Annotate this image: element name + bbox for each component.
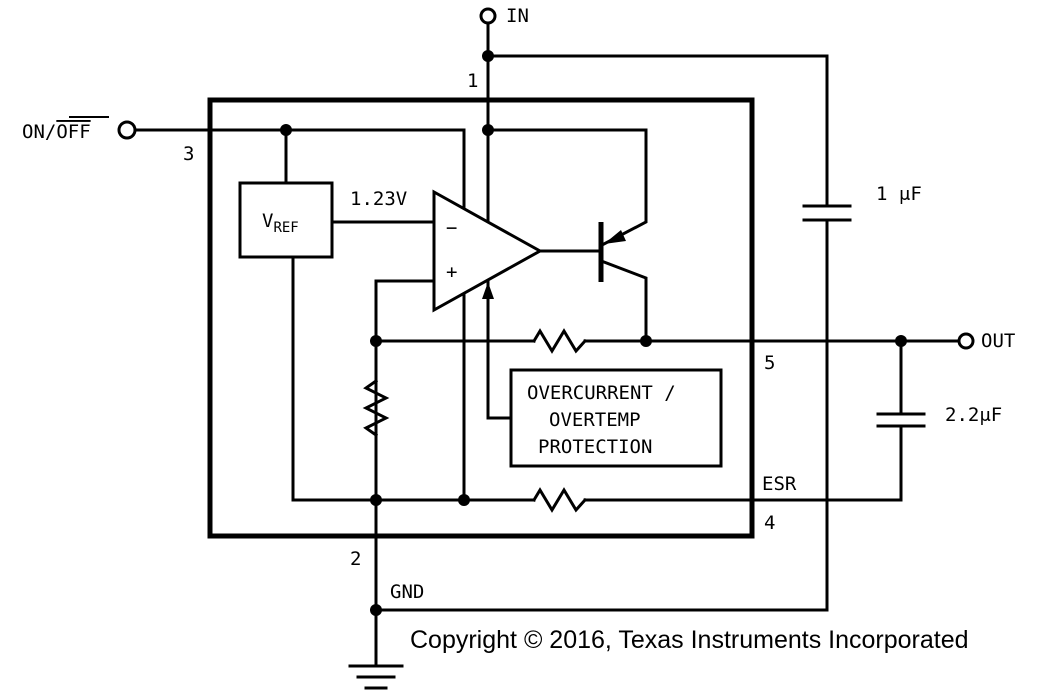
resistor-esr <box>531 487 588 513</box>
pin-4-number: 4 <box>764 512 775 534</box>
resistor-output <box>531 328 588 354</box>
vref-block <box>238 181 334 259</box>
copyright-notice: Copyright © 2016, Texas Instruments Inco… <box>410 626 969 654</box>
transistor-collector <box>602 260 648 343</box>
transistor-emitter-arrow <box>604 230 626 244</box>
wire-input-cap-return <box>374 218 829 612</box>
out-label: OUT <box>981 330 1015 352</box>
pin-1-number: 1 <box>467 70 478 92</box>
wire-protection <box>486 290 513 420</box>
wire-input-cap <box>486 54 829 208</box>
vref-label: VREF <box>262 210 299 236</box>
input-cap-label: 1 μF <box>876 183 922 205</box>
pin-2-number: 2 <box>350 548 361 570</box>
junction-collector <box>640 335 652 347</box>
protection-arrow <box>482 282 494 299</box>
pin-3-number: 3 <box>183 143 194 165</box>
wire-vref-ground <box>291 255 378 502</box>
protection-line-2: OVERTEMP <box>549 409 641 431</box>
in-label: IN <box>506 5 529 27</box>
wire-on-off <box>133 128 466 502</box>
wire-esr-right <box>583 424 903 502</box>
ic-package-outline <box>207 97 755 539</box>
ground-symbol-icon <box>348 664 404 690</box>
protection-block <box>509 368 723 468</box>
reference-voltage-label: 1.23V <box>350 188 407 210</box>
opamp-plus-label: + <box>446 261 457 283</box>
junction-gnd <box>370 604 382 616</box>
error-amplifier <box>432 189 544 313</box>
wire-feedback <box>374 279 436 522</box>
on-off-terminal <box>117 120 137 140</box>
pin-5-number: 5 <box>764 352 775 374</box>
junction-out-left <box>370 335 382 347</box>
output-cap-label: 2.2μF <box>945 404 1002 426</box>
transistor-emitter <box>486 128 648 247</box>
protection-line-1: OVERCURRENT / <box>527 382 676 404</box>
esr-label: ESR <box>762 473 797 495</box>
gnd-label: GND <box>390 581 424 603</box>
on-off-label: ON/OFF <box>22 121 91 143</box>
junction-on-off-bottom <box>458 494 470 506</box>
out-terminal <box>957 332 975 350</box>
opamp-minus-label: − <box>446 217 457 239</box>
protection-line-3: PROTECTION <box>538 436 652 458</box>
resistor-divider <box>362 378 390 438</box>
in-terminal <box>479 7 497 25</box>
